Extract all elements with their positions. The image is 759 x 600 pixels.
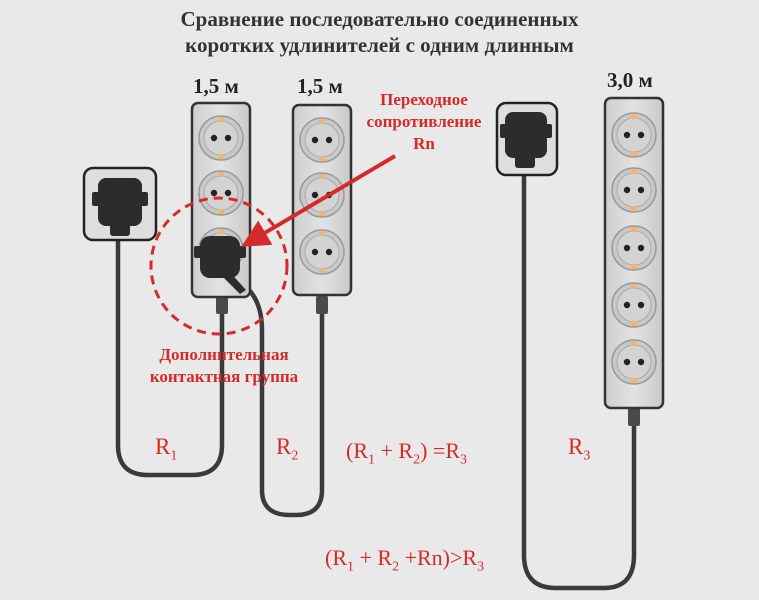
annotation-line: контактная группа — [149, 367, 299, 386]
title-line-2: коротких удлинителей с одним длинным — [185, 33, 574, 57]
wall-outlet-icon — [495, 101, 559, 177]
r-sub: 2 — [291, 448, 299, 464]
f-sub: 1 — [347, 559, 354, 575]
f-sub: 3 — [460, 452, 468, 468]
f-part: (R — [325, 545, 347, 570]
cable-r3 — [521, 172, 637, 591]
page-title: Сравнение последовательно соединенных ко… — [0, 6, 759, 58]
wall-outlet-icon — [82, 166, 158, 242]
transition-resistance-label: Переходное сопротивление Rn — [354, 89, 494, 155]
f-sub: 2 — [413, 452, 421, 468]
f-part: >R — [450, 545, 478, 570]
annotation-line: сопротивление — [366, 112, 482, 131]
cable-r1 — [115, 237, 225, 478]
length-label-strip-1: 1,5 м — [193, 74, 239, 98]
r-base: R — [568, 434, 584, 459]
length-label-strip-2: 1,5 м — [297, 74, 343, 98]
r-base: R — [155, 434, 171, 459]
extra-contact-group-label: Дополнительная контактная группа — [134, 344, 314, 388]
collar-3 — [628, 408, 640, 426]
f-sub: 3 — [477, 559, 485, 575]
cable-r2 — [241, 282, 325, 518]
f-part: (R — [346, 438, 368, 463]
r-base: R — [276, 434, 292, 459]
f-sub: 2 — [392, 559, 400, 575]
annotation-line: Rn — [413, 134, 435, 153]
resistance-label-r3: R3 — [568, 434, 590, 465]
f-part: ) =R — [420, 438, 461, 463]
arrow-icon — [241, 154, 397, 247]
f-part: + R — [354, 545, 393, 570]
annotation-line: Переходное — [380, 90, 468, 109]
cable-collars — [216, 296, 640, 426]
power-strip-icon — [603, 96, 665, 410]
contact-highlight-circle — [149, 196, 289, 336]
formula-greater: (R1 + R2 +Rn)>R3 — [325, 545, 484, 575]
title-line-1: Сравнение последовательно соединенных — [180, 7, 579, 31]
f-part: + R — [375, 438, 414, 463]
collar-2 — [316, 296, 328, 314]
resistance-label-r2: R2 — [276, 434, 298, 465]
r-sub: 3 — [583, 448, 591, 464]
cables — [115, 172, 637, 591]
plug-icon — [194, 236, 246, 294]
length-label-strip-3: 3,0 м — [607, 68, 653, 92]
annotation-line: Дополнительная — [159, 345, 289, 364]
collar-1 — [216, 296, 228, 314]
resistance-label-r1: R1 — [155, 434, 177, 465]
f-part: +Rn) — [399, 545, 451, 570]
f-sub: 1 — [368, 452, 375, 468]
formula-equal: (R1 + R2) =R3 — [346, 438, 467, 468]
r-sub: 1 — [170, 448, 178, 464]
